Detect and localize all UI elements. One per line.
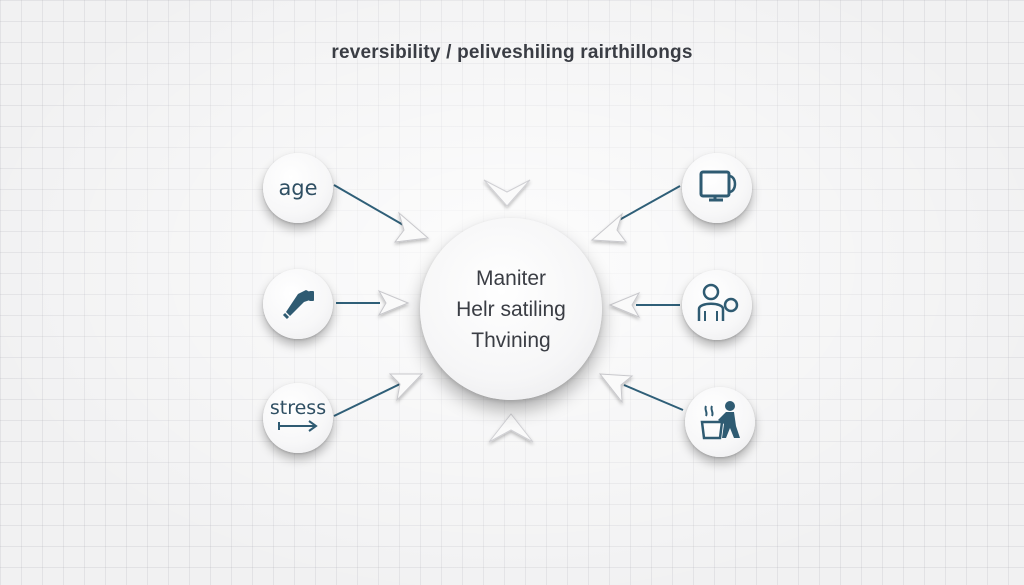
center-line-2: Helr satiling: [456, 297, 566, 321]
arrow-dryer-head: [377, 289, 410, 317]
node-hair-dryer: [263, 269, 333, 339]
node-washing: [685, 387, 755, 457]
node-age: age: [263, 153, 333, 223]
arrow-age-line: [333, 184, 406, 227]
top-chevron: [483, 179, 531, 207]
center-line-3: Thvining: [471, 328, 551, 352]
monitor-icon: [695, 166, 739, 211]
page-title: reversibility / peliveshiling rairthillo…: [331, 42, 693, 63]
center-node: Maniter Helr satiling Thvining: [420, 218, 602, 400]
arrow-washing-line: [623, 384, 684, 411]
node-stress: stress: [263, 383, 333, 453]
arrow-right-icon: [275, 419, 321, 438]
arrow-person-head: [608, 291, 641, 319]
person-icon: [693, 281, 741, 330]
node-stress-label: stress: [269, 396, 327, 419]
arrow-monitor-line: [611, 185, 681, 225]
arrow-washing-head: [598, 373, 634, 404]
node-monitor: [682, 153, 752, 223]
arrow-age-head: [393, 211, 430, 243]
hair-dryer-icon: [276, 282, 320, 327]
arrow-monitor-head: [590, 212, 628, 243]
arrow-stress-head: [388, 373, 424, 402]
node-person: [682, 270, 752, 340]
center-line-1: Maniter: [475, 266, 547, 290]
person-washing-icon: [696, 398, 744, 447]
node-age-label: age: [278, 176, 318, 200]
bottom-chevron: [488, 413, 534, 443]
arrow-stress-line: [333, 383, 401, 417]
